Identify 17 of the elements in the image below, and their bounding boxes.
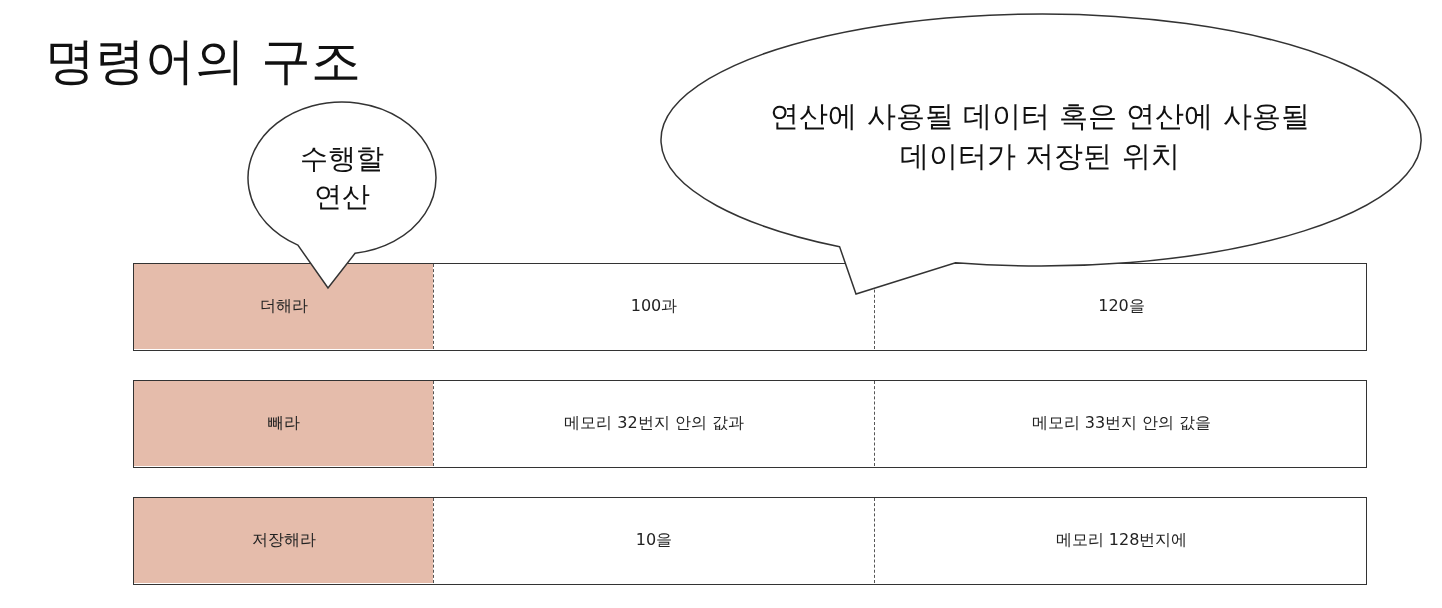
- speech-bubble: [246, 100, 438, 290]
- operation-cell: 더해라: [134, 264, 433, 349]
- title: 명령어의 구조: [45, 31, 361, 92]
- operand-cell: 10을: [433, 498, 874, 583]
- operand-cell: 메모리 33번지 안의 값을: [874, 381, 1368, 466]
- operation-cell: 빼라: [134, 381, 433, 466]
- table-row: [133, 380, 1367, 468]
- table-row: [133, 263, 1367, 351]
- operand-cell: 메모리 128번지에: [874, 498, 1368, 583]
- operation-cell: 저장해라: [134, 498, 433, 583]
- bubble-text: 연산에 사용될 데이터 혹은 연산에 사용될 데이터가 저장된 위치: [770, 98, 1310, 175]
- bubble-text: 수행할 연산: [299, 141, 385, 215]
- table-row: [133, 497, 1367, 585]
- operand-cell: 100과: [433, 264, 874, 349]
- operand-cell: 메모리 32번지 안의 값과: [433, 381, 874, 466]
- speech-bubble: [660, 12, 1424, 298]
- operand-cell: 120을: [874, 264, 1368, 349]
